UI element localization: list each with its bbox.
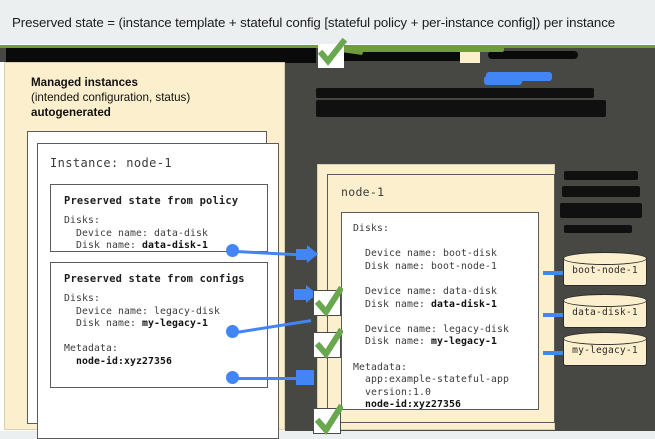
- page-title: Preserved state = (instance template + s…: [0, 0, 655, 44]
- disk-leader-line: [543, 313, 565, 317]
- instance-card: Instance: node-1 Preserved state from po…: [37, 143, 279, 439]
- policy-box-title: Preserved state from policy: [64, 195, 239, 207]
- redaction-bar: [560, 203, 642, 218]
- preserved-state-policy-box: Preserved state from policy Disks: Devic…: [50, 184, 268, 252]
- redaction-bar: [488, 51, 578, 59]
- redaction-bar: [564, 225, 632, 233]
- node-detail-box: Disks: Device name: boot-disk Disk name:…: [341, 212, 539, 410]
- disk-cylinder: my-legacy-1: [563, 332, 647, 368]
- node-detail-body: Disks: Device name: boot-disk Disk name:…: [353, 223, 509, 411]
- disk-top-ellipse: [563, 332, 647, 345]
- slide-body: Managed instances (intended configuratio…: [0, 38, 655, 439]
- node-label: node-1: [341, 185, 385, 199]
- disk-top-ellipse: [563, 252, 647, 265]
- connector-dot: [226, 371, 239, 384]
- page-title-text: Preserved state = (instance template + s…: [12, 14, 616, 30]
- disk-label: boot-node-1: [572, 265, 638, 276]
- redaction-bar: [316, 88, 594, 98]
- policy-box-body: Disks: Device name: data-disk Disk name:…: [64, 215, 208, 251]
- connector-stub: [294, 289, 308, 300]
- connector-line: [236, 377, 308, 380]
- configs-box-body: Disks: Device name: legacy-disk Disk nam…: [64, 293, 220, 367]
- redaction-bar: [562, 186, 640, 197]
- redaction-bar: [6, 48, 316, 63]
- disk-top-ellipse: [563, 294, 647, 307]
- connector-dot: [226, 244, 239, 257]
- connector-stub: [296, 370, 314, 385]
- check-icon: [317, 38, 347, 68]
- disk-label: data-disk-1: [572, 307, 638, 318]
- disk-label: my-legacy-1: [572, 345, 638, 356]
- managed-instances-title: Managed instances (intended configuratio…: [31, 75, 281, 120]
- connector-dot: [226, 325, 239, 338]
- redaction-bar: [316, 100, 606, 117]
- connector-arrowhead: [306, 285, 317, 303]
- disk-leader-line: [543, 351, 565, 355]
- disk-leader-line: [543, 271, 565, 275]
- blue-scribble: [484, 76, 522, 85]
- green-scribble: [330, 46, 504, 52]
- redaction-bar: [564, 171, 638, 180]
- panel-title-line1: Managed instances: [31, 76, 138, 89]
- connector-arrowhead: [307, 245, 318, 263]
- connector-stub: [296, 249, 310, 260]
- managed-instances-panel: Managed instances (intended configuratio…: [4, 62, 285, 439]
- check-icon-metadata: [313, 403, 343, 435]
- actual-instance-panel: node-1 Disks: Device name: boot-disk Dis…: [317, 164, 555, 430]
- instance-label: Instance: node-1: [50, 156, 172, 170]
- check-icon-legacy-disk: [313, 327, 343, 359]
- node-card: node-1 Disks: Device name: boot-disk Dis…: [327, 174, 555, 423]
- panel-title-line3: autogenerated: [31, 106, 111, 119]
- disk-cylinder: boot-node-1: [563, 252, 647, 288]
- check-icon-data-disk: [313, 285, 343, 317]
- configs-box-title: Preserved state from configs: [64, 273, 245, 285]
- disk-cylinder: data-disk-1: [563, 294, 647, 330]
- panel-title-line2: (intended configuration, status): [31, 91, 191, 104]
